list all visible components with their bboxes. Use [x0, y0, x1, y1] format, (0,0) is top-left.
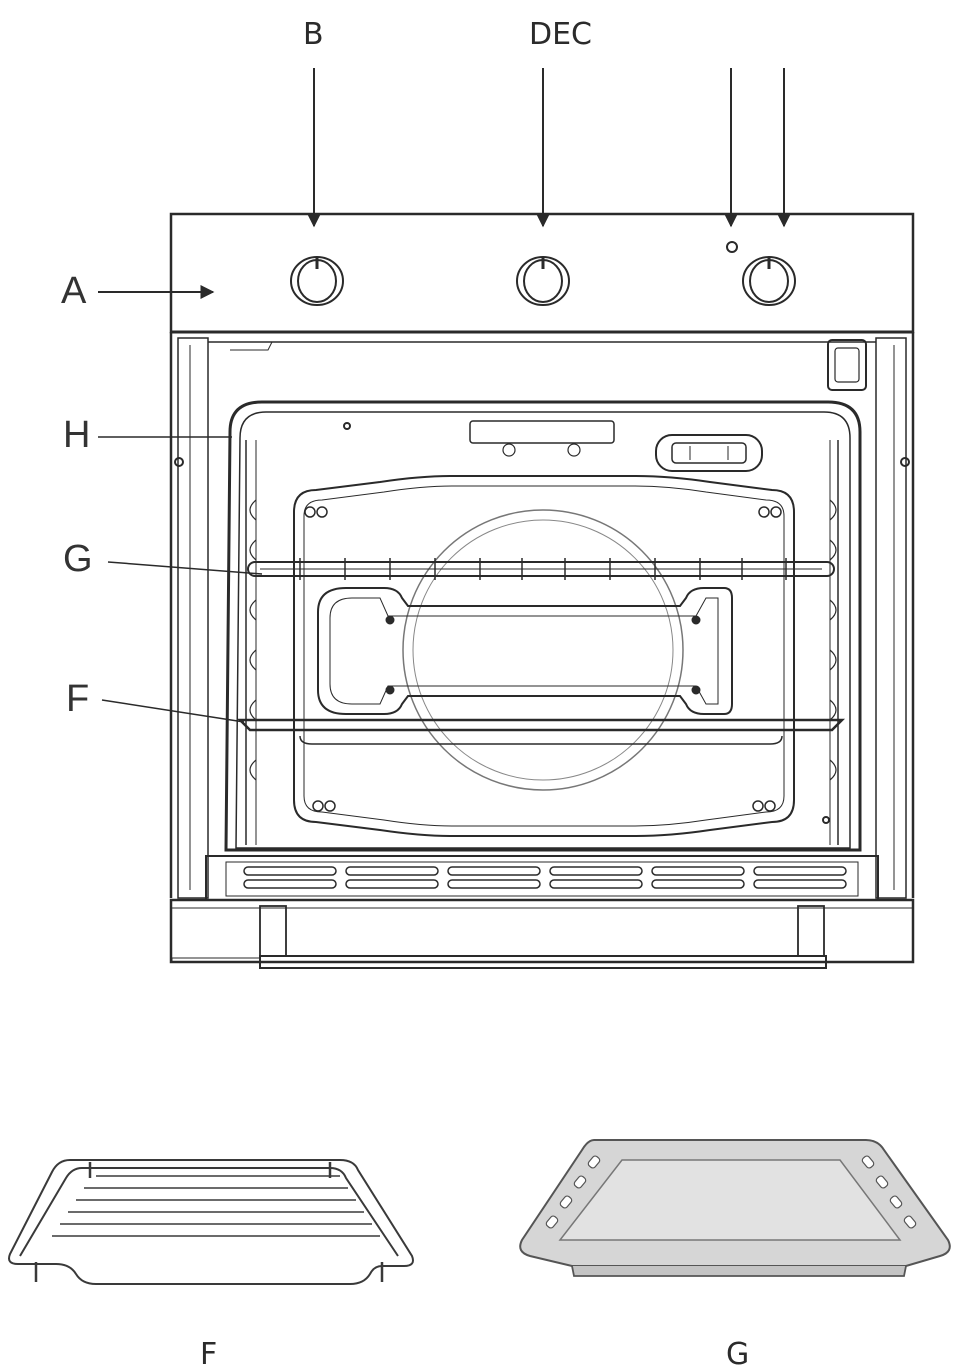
accessory-baking-tray	[519, 1139, 951, 1277]
side-rails-right	[829, 440, 839, 845]
fan-ring	[402, 509, 684, 791]
callout-line-f	[101, 699, 245, 723]
oven-body	[169, 332, 915, 899]
indicator-light	[726, 241, 738, 253]
knob-middle	[516, 256, 570, 306]
wire-rack-g	[247, 558, 835, 580]
side-rails-left	[245, 440, 257, 845]
knob-right	[742, 256, 796, 306]
baking-tray-f	[236, 718, 846, 745]
fan-cover	[317, 587, 733, 715]
control-panel	[169, 212, 915, 334]
bottom-vents	[205, 855, 879, 901]
knob-left	[290, 256, 344, 306]
label-g: G	[63, 538, 93, 580]
label-h: H	[63, 414, 91, 456]
label-accessory-g: G	[726, 1337, 750, 1372]
label-dec: DEC	[529, 17, 593, 52]
door-switch	[827, 339, 867, 391]
label-b: B	[303, 17, 324, 52]
oven-cavity	[224, 400, 862, 852]
label-f: F	[66, 678, 90, 720]
accessory-wire-rack	[8, 1159, 414, 1285]
top-bracket	[469, 420, 615, 444]
oven-lamp	[655, 434, 763, 472]
label-accessory-f: F	[200, 1337, 218, 1372]
label-a: A	[61, 270, 87, 312]
callout-line-g	[107, 561, 263, 575]
callout-arrows-top	[307, 68, 791, 228]
oven-base	[169, 898, 915, 969]
